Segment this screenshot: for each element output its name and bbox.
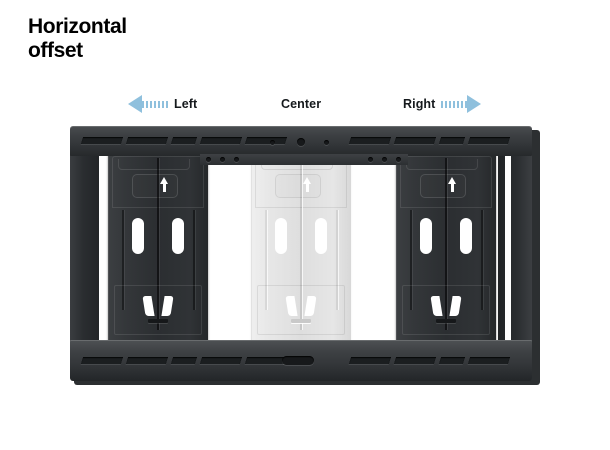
legend-row: Left Center Right [0,90,610,118]
bracket-rib [336,210,338,310]
bracket-slot [275,218,287,254]
bracket-head-lip [406,159,478,170]
up-arrow-icon [448,177,457,192]
bracket-keyhole [285,296,317,324]
bracket-slot [460,218,472,254]
legend-label-right: Right [403,97,436,111]
legend-item-right: Right [403,90,482,118]
frame-rail-bottom [70,340,532,381]
bracket-head-lip [118,159,190,170]
bracket-rib [122,210,124,310]
frame-rail-top [70,126,532,156]
bracket-spine [157,158,159,330]
legend-label-center: Center [281,97,322,111]
frame-post-right [498,151,532,345]
bracket-rib [481,210,483,310]
post-highlight-left [99,155,105,341]
legend-label-left: Left [174,97,198,111]
bracket-slot [132,218,144,254]
page-title: Horizontal offset [28,15,127,62]
bracket-slot [315,218,327,254]
post-highlight-right [505,155,511,341]
bracket-pad [275,174,321,198]
bracket-foot [402,285,490,335]
bracket-edge-highlight [251,150,252,342]
arrow-left-icon [128,94,168,114]
bracket-keyhole [142,296,174,324]
bracket-slot [420,218,432,254]
bracket-spine [300,158,302,330]
bracket-spine [445,158,447,330]
legend-item-center: Center [281,90,321,118]
up-arrow-icon [303,177,312,192]
bracket-edge-highlight [108,150,109,342]
bracket-center-ghost [251,150,351,342]
bracket-rib [265,210,267,310]
bracket-edge-highlight [396,150,397,342]
frame-hole-strip [200,154,408,165]
bracket-pad [132,174,178,198]
bracket-keyhole [430,296,462,324]
arrow-right-icon [441,94,482,114]
bracket-pad [420,174,466,198]
wall-mount-illustration [70,126,540,385]
bracket-right [396,150,496,342]
bracket-left [108,150,208,342]
frame-post-left [70,151,104,345]
bracket-slot [172,218,184,254]
legend-item-left: Left [128,90,197,118]
bracket-rib [410,210,412,310]
bracket-body [251,150,351,342]
bracket-foot [114,285,202,335]
bracket-foot [257,285,345,335]
bracket-rib [193,210,195,310]
up-arrow-icon [160,177,169,192]
